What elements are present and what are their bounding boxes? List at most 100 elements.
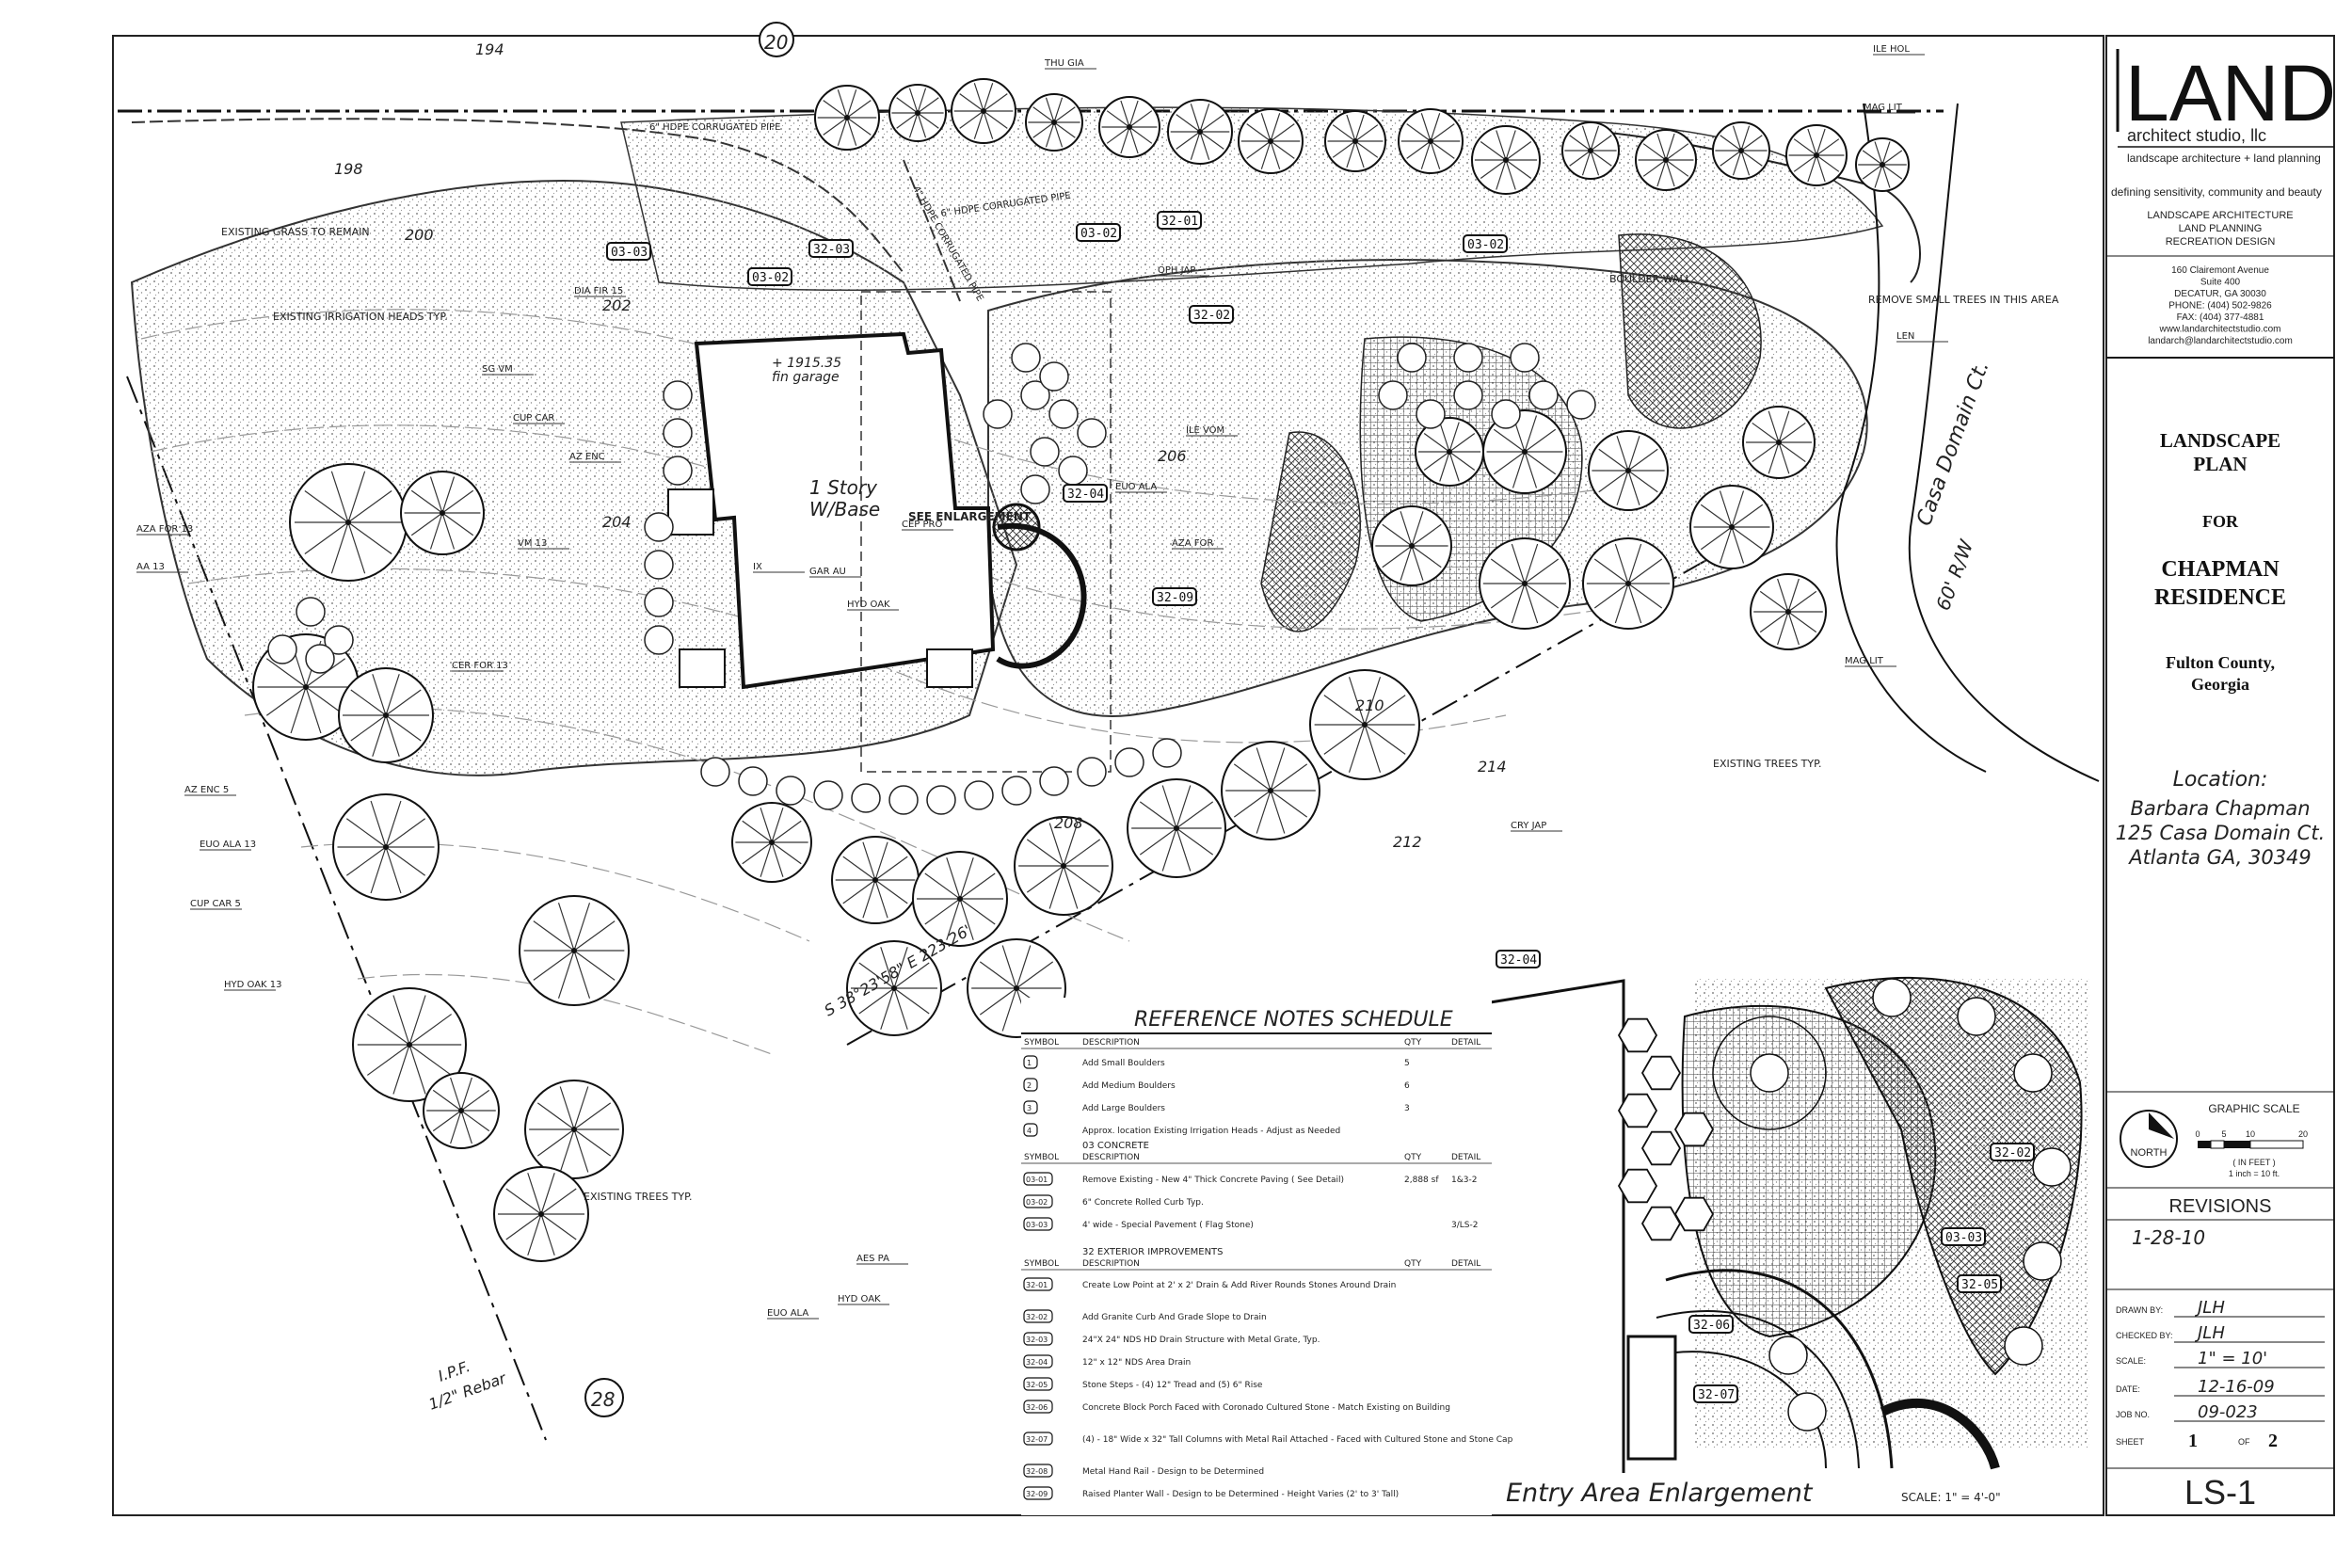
- schedule-symbol-label: 32-05: [1026, 1381, 1048, 1389]
- existing-grass-note: EXISTING GRASS TO REMAIN: [221, 226, 370, 238]
- shrub-symbol: [663, 456, 693, 486]
- boulder-wall-note: BOULDER WALL: [1609, 273, 1692, 285]
- schedule-description: Raised Planter Wall - Design to be Deter…: [1082, 1490, 1399, 1499]
- field-label: OF: [2238, 1437, 2250, 1447]
- remove-trees-note: REMOVE SMALL TREES IN THIS AREA: [1868, 294, 2059, 306]
- hdpe-pipe: [131, 118, 904, 274]
- shrub-symbol: [1453, 343, 1483, 373]
- field-value: JLH: [2195, 1298, 2225, 1318]
- location-line: Atlanta GA, 30349: [2127, 846, 2312, 869]
- shrub-symbol: [644, 550, 674, 580]
- contour-label: 198: [334, 160, 363, 178]
- sheet-id: LS-1: [2184, 1473, 2256, 1512]
- schedule-symbol: [1023, 1332, 1053, 1346]
- tree-symbol: [1471, 125, 1541, 195]
- lot-number-marker: [584, 1378, 624, 1417]
- address-line: PHONE: (404) 502-9826: [2168, 301, 2272, 312]
- shrub-symbol: [1617, 1093, 1658, 1128]
- service-line: LANDSCAPE ARCHITECTURE: [2147, 210, 2293, 221]
- schedule-symbol-label: 03-02: [1026, 1198, 1048, 1207]
- scale-tick: 0: [2195, 1129, 2200, 1139]
- shrub-symbol: [1640, 1055, 1682, 1091]
- schedule-description: (4) - 18" Wide x 32" Tall Columns with M…: [1082, 1435, 1513, 1445]
- hdpe-pipe: [903, 159, 961, 302]
- tree-symbol: [1098, 96, 1160, 158]
- field-value: JLH: [2195, 1323, 2225, 1343]
- plant-label: CUP CAR: [513, 413, 554, 424]
- reference-tag-label: 32-01: [1161, 215, 1198, 229]
- service-line: LAND PLANNING: [2179, 223, 2263, 234]
- tree-symbol: [888, 84, 947, 142]
- firm-name: LAND: [2125, 49, 2336, 137]
- schedule-header: DESCRIPTION: [1082, 1153, 1140, 1162]
- plant-label: AES PA: [856, 1254, 889, 1264]
- schedule-description: Metal Hand Rail - Design to be Determine…: [1082, 1467, 1264, 1477]
- street-name: Casa Domain Ct.: [1912, 358, 1993, 529]
- house-label: 1 Story: [809, 476, 878, 499]
- contour-label: 206: [1158, 447, 1187, 465]
- tree-canopy: [1712, 1016, 1827, 1130]
- schedule-symbol-label: 32-02: [1026, 1313, 1048, 1321]
- firm-tagline: landscape architecture + land planning: [2127, 152, 2321, 165]
- schedule-symbol-label: 03-03: [1026, 1221, 1048, 1229]
- reference-tag-label: 32-04: [1067, 488, 1104, 502]
- plant-label: AZA FOR: [1172, 538, 1213, 549]
- shrub-symbol: [1617, 1168, 1658, 1204]
- plant-symbol: [1768, 1336, 1808, 1375]
- enlargement-callout: [860, 291, 1112, 773]
- firm-motto: defining sensitivity, community and beau…: [2111, 185, 2322, 199]
- location-label: Location:: [2173, 768, 2268, 792]
- entry-walk-arc: [996, 522, 1087, 669]
- shrub-symbol: [1640, 1130, 1682, 1166]
- reference-tag: 32-06: [1688, 1315, 1734, 1334]
- schedule-qty: 6: [1404, 1081, 1410, 1091]
- plant-label: CUP CAR 5: [190, 899, 241, 909]
- house-label: W/Base: [809, 498, 880, 520]
- plant-label: VM 13: [518, 538, 547, 549]
- schedule-symbol: [1023, 1123, 1038, 1137]
- shrub-symbol: [738, 766, 768, 796]
- plant-label: MAG LIT: [1845, 656, 1884, 666]
- north-arrow-pointer: [2149, 1112, 2174, 1139]
- shrub-symbol: [644, 587, 674, 617]
- plant-label: CEP PRO: [902, 520, 942, 530]
- tree-symbol: [912, 851, 1008, 947]
- schedule-description: Add Small Boulders: [1082, 1059, 1165, 1068]
- plant-symbol: [1750, 1053, 1789, 1093]
- tree-symbol: [1635, 129, 1697, 191]
- reference-tags: 03-0232-0303-0303-0232-0103-0232-0232-04…: [606, 211, 1508, 606]
- plant-label: THU GIA: [1044, 58, 1084, 69]
- shrub-symbol: [1378, 380, 1408, 410]
- tree-symbol: [1415, 417, 1484, 487]
- deck: [679, 648, 726, 688]
- shrub-symbol: [1011, 343, 1041, 373]
- schedule-header: DETAIL: [1451, 1153, 1480, 1162]
- schedule-symbol: [1023, 1400, 1053, 1414]
- revision-date: 1-28-10: [2132, 1226, 2205, 1249]
- tree-symbol: [493, 1166, 589, 1262]
- shrub-symbol: [324, 625, 354, 655]
- tree-symbol: [1398, 108, 1464, 174]
- reference-tag-label: 03-02: [1467, 238, 1504, 252]
- shrub-symbol: [1152, 738, 1182, 768]
- shrub-symbol: [1039, 361, 1069, 392]
- scale-tick: 5: [2221, 1129, 2226, 1139]
- shrub-symbol: [1058, 456, 1088, 486]
- plant-label: GAR AU: [809, 567, 846, 577]
- enlargement-boundary: [1472, 979, 1625, 1473]
- schedule-description: Add Large Boulders: [1082, 1104, 1165, 1113]
- tree-symbol: [1689, 485, 1774, 569]
- tree-symbol: [831, 836, 920, 924]
- tree-symbol: [1238, 108, 1304, 174]
- firm-sub: architect studio, llc: [2127, 126, 2266, 145]
- county: Fulton County,: [2166, 653, 2275, 672]
- field-label: JOB NO.: [2116, 1410, 2150, 1419]
- plant-label: HYD OAK 13: [224, 980, 282, 990]
- schedule-symbol-label: 3: [1027, 1104, 1032, 1112]
- shrub-symbol: [267, 634, 297, 664]
- schedule-symbol-label: 4: [1027, 1127, 1032, 1135]
- shrub-symbol: [983, 399, 1013, 429]
- tree-symbol: [423, 1072, 500, 1149]
- reference-tag: 32-04: [1063, 484, 1108, 503]
